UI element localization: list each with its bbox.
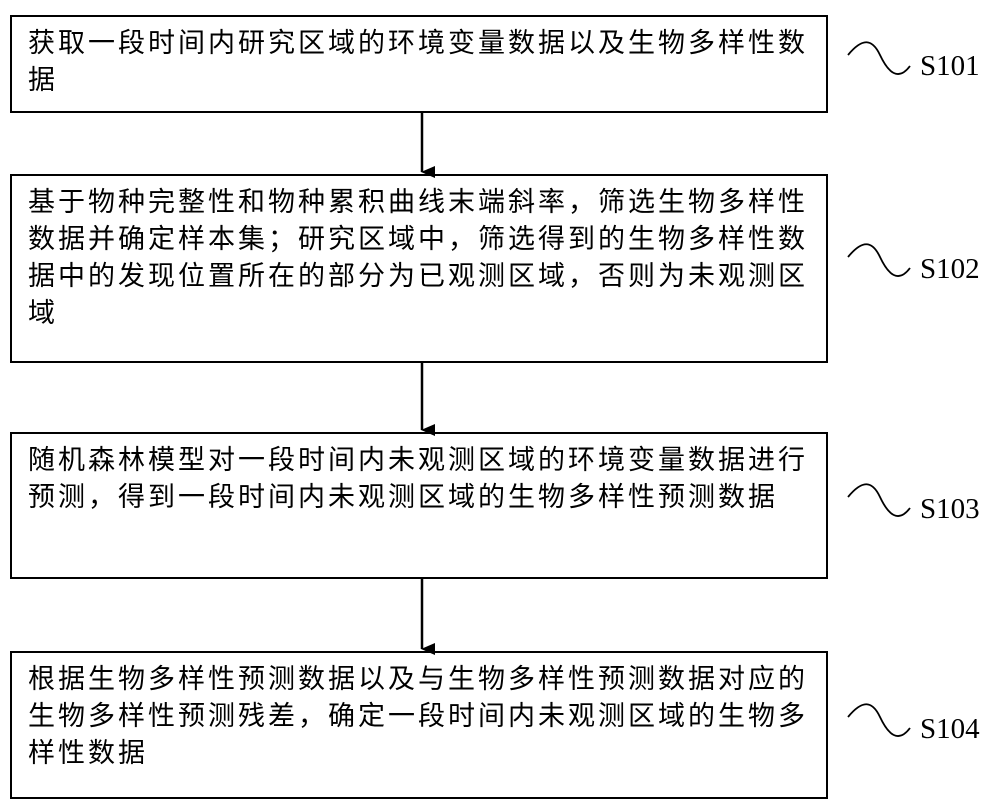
step-box-s103: 随机森林模型对一段时间内未观测区域的环境变量数据进行预测，得到一段时间内未观测区… — [10, 432, 828, 579]
step-text-s101: 获取一段时间内研究区域的环境变量数据以及生物多样性数据 — [28, 28, 808, 96]
step-label-s104: S104 — [920, 713, 980, 746]
wave-connector-s101 — [848, 42, 910, 74]
step-label-s102: S102 — [920, 253, 980, 286]
step-label-s101: S101 — [920, 50, 980, 83]
wave-connector-s102 — [848, 244, 910, 276]
wave-connector-s103 — [848, 484, 910, 516]
step-box-s101: 获取一段时间内研究区域的环境变量数据以及生物多样性数据 — [10, 15, 828, 113]
step-label-s103: S103 — [920, 493, 980, 526]
step-text-s102: 基于物种完整性和物种累积曲线末端斜率，筛选生物多样性数据并确定样本集；研究区域中… — [28, 187, 808, 329]
wave-connector-s104 — [848, 704, 910, 736]
step-box-s102: 基于物种完整性和物种累积曲线末端斜率，筛选生物多样性数据并确定样本集；研究区域中… — [10, 174, 828, 363]
step-text-s104: 根据生物多样性预测数据以及与生物多样性预测数据对应的生物多样性预测残差，确定一段… — [28, 664, 808, 769]
step-box-s104: 根据生物多样性预测数据以及与生物多样性预测数据对应的生物多样性预测残差，确定一段… — [10, 651, 828, 799]
step-text-s103: 随机森林模型对一段时间内未观测区域的环境变量数据进行预测，得到一段时间内未观测区… — [28, 445, 808, 513]
